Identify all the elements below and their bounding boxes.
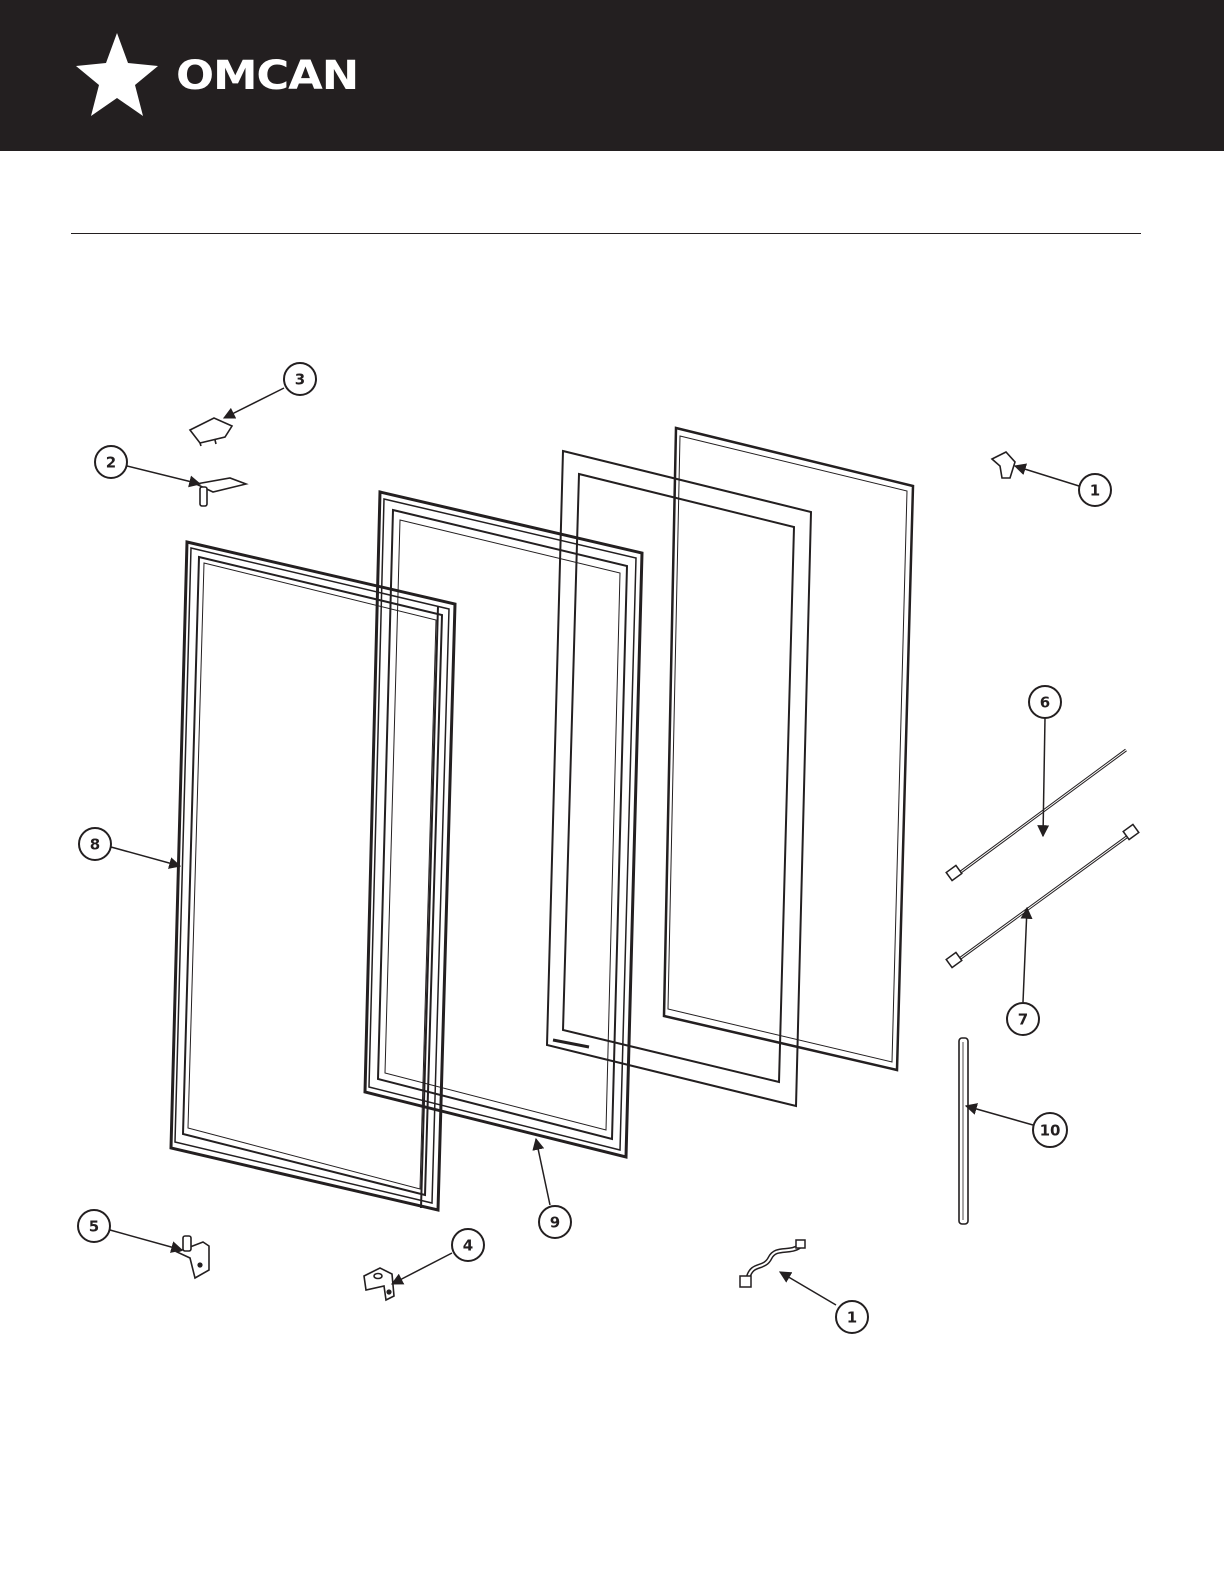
callout-7: 7 <box>1007 1003 1039 1035</box>
callout-5: 5 <box>78 1210 110 1242</box>
hinge-cover-part <box>190 418 232 446</box>
callout-6: 6 <box>1029 686 1061 718</box>
svg-text:6: 6 <box>1040 694 1050 712</box>
heater-wire-7 <box>946 824 1139 967</box>
svg-text:2: 2 <box>106 454 116 472</box>
bottom-hinge-bracket <box>177 1236 209 1278</box>
hinge-block-part <box>364 1268 394 1300</box>
callout-1-top: 1 <box>1079 474 1111 506</box>
callout-2: 2 <box>95 446 127 478</box>
bracket-part-top <box>992 452 1015 478</box>
svg-text:8: 8 <box>90 836 100 854</box>
callout-1-bottom: 1 <box>836 1301 868 1333</box>
svg-text:1: 1 <box>1090 482 1100 500</box>
wire-harness-part <box>740 1240 805 1287</box>
callout-3: 3 <box>284 363 316 395</box>
callout-8: 8 <box>79 828 111 860</box>
callout-4: 4 <box>452 1229 484 1261</box>
door-gasket-frame <box>171 542 455 1210</box>
svg-text:3: 3 <box>295 371 305 389</box>
callout-9: 9 <box>539 1206 571 1238</box>
heater-wire-6 <box>946 750 1126 881</box>
svg-text:5: 5 <box>89 1218 99 1236</box>
callout-10: 10 <box>1033 1113 1067 1147</box>
top-hinge-part <box>196 478 246 506</box>
glass-pane <box>547 451 811 1106</box>
svg-text:7: 7 <box>1018 1011 1028 1029</box>
svg-text:10: 10 <box>1040 1122 1061 1140</box>
svg-text:9: 9 <box>550 1214 560 1232</box>
svg-text:1: 1 <box>847 1309 857 1327</box>
svg-text:4: 4 <box>463 1237 473 1255</box>
rod-part <box>959 1038 968 1224</box>
